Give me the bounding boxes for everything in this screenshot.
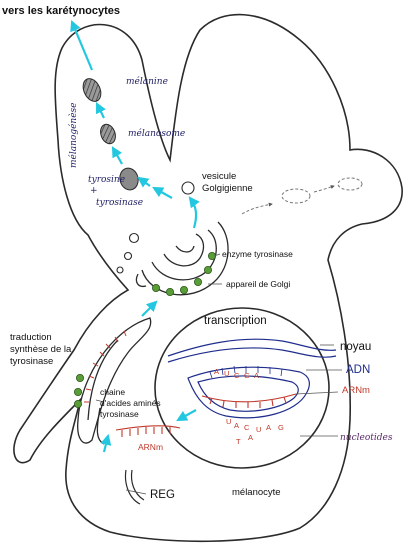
- svg-text:G: G: [244, 371, 250, 380]
- label-melanosome: mélanosome: [128, 128, 185, 139]
- svg-text:U: U: [224, 369, 229, 378]
- label-top-arrow: vers les karétynocytes: [2, 5, 120, 17]
- label-arnm-right: ARNm: [342, 385, 370, 396]
- svg-text:U: U: [256, 425, 261, 434]
- nucleus: [154, 307, 330, 469]
- amino-acid-chain: [74, 373, 85, 408]
- dna-rungs: [209, 365, 283, 379]
- label-golgi: appareil de Golgi: [226, 279, 290, 289]
- label-traduction-1: traduction: [10, 332, 52, 343]
- process-arrows: [70, 19, 200, 453]
- label-adn: ADN: [346, 364, 370, 376]
- golgi-enzymes: [151, 251, 216, 296]
- svg-text:A: A: [234, 421, 239, 430]
- lobe-vesicles: [241, 177, 363, 215]
- label-noyau: noyau: [340, 341, 371, 353]
- nucleotide-letters: A U C G A U A C U A G A T: [214, 367, 284, 446]
- mrna-cytoplasm: [115, 425, 181, 437]
- cell-membrane: [13, 13, 403, 543]
- svg-text:A: A: [214, 367, 219, 376]
- label-vesicule-1: vesicule: [202, 171, 236, 182]
- label-tyrosine: tyrosine: [88, 175, 125, 185]
- svg-text:A: A: [266, 423, 271, 432]
- label-transcription: transcription: [204, 315, 267, 327]
- svg-text:T: T: [236, 437, 241, 446]
- mrna-nucleus: [201, 393, 297, 408]
- label-plus: +: [90, 186, 98, 196]
- label-traduction-3: tyrosinase: [10, 356, 53, 367]
- label-pointers: [95, 253, 342, 495]
- label-chaine-1: chaine: [100, 387, 125, 397]
- label-tyrosinase-hand: tyrosinase: [96, 198, 143, 208]
- er-ribosomes: [84, 330, 127, 403]
- rough-er: [77, 317, 152, 445]
- er-tubule: [124, 469, 141, 505]
- dna-strands: [167, 338, 337, 419]
- label-melanocyte: mélanocyte: [232, 487, 281, 498]
- svg-text:U: U: [226, 417, 231, 426]
- label-traduction-2: synthèse de la: [10, 344, 72, 355]
- label-nucleotides: nucleotides: [340, 433, 393, 443]
- label-melanine: mélanine: [126, 76, 168, 87]
- melanosomes: [82, 78, 139, 191]
- label-reg: REG: [150, 489, 175, 501]
- label-melanogenese: mélanogénèse: [68, 103, 79, 168]
- svg-text:A: A: [248, 433, 253, 442]
- svg-text:C: C: [244, 423, 250, 432]
- svg-text:C: C: [234, 371, 240, 380]
- svg-text:G: G: [278, 423, 284, 432]
- label-vesicule-2: Golgigienne: [202, 183, 253, 194]
- label-arnm-left: ARNm: [138, 442, 163, 452]
- svg-text:A: A: [254, 371, 259, 380]
- label-enzyme: enzyme tyrosinase: [222, 249, 293, 259]
- label-chaine-2: d'acides aminés: [100, 398, 161, 408]
- label-chaine-3: tyrosinase: [100, 409, 139, 419]
- golgi-vesicles: [116, 181, 195, 274]
